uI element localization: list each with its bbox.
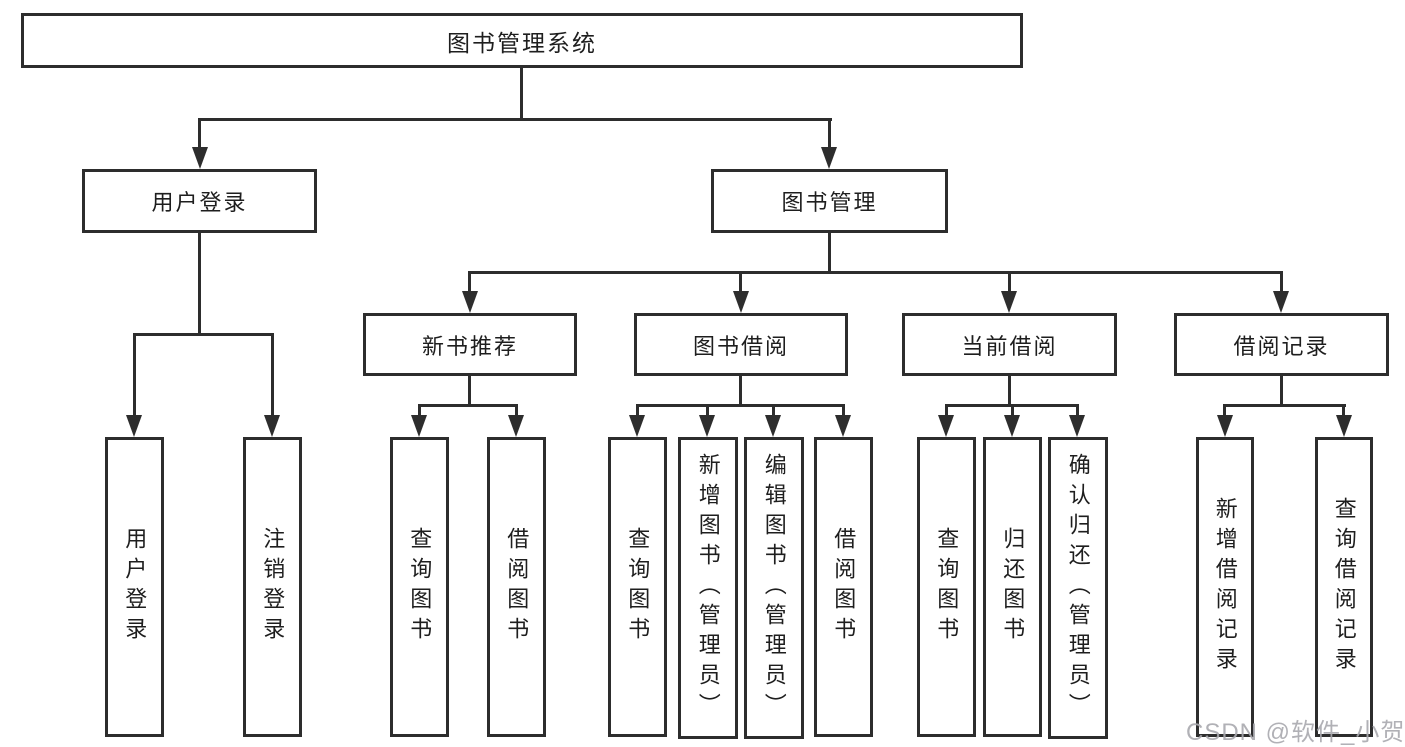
connector-line-v — [828, 118, 831, 151]
arrow-down-icon — [699, 415, 715, 437]
node-book-management: 图书管理 — [711, 169, 948, 233]
connector-line-v — [772, 404, 775, 422]
csdn-watermark: CSDN @软件_小贺同学 — [1186, 719, 1405, 746]
connector-line-v — [271, 333, 274, 421]
connector-line-v — [842, 404, 845, 422]
leaf-query-books-current-label: 查询图书 — [934, 527, 960, 647]
arrow-down-icon — [938, 415, 954, 437]
arrow-down-icon — [821, 147, 837, 169]
node-user-login-label: 用户登录 — [151, 190, 248, 215]
connector-line-v — [198, 233, 201, 336]
connector-line-v — [1008, 271, 1011, 295]
arrow-down-icon — [733, 291, 749, 313]
connector-line-v — [1280, 271, 1283, 295]
arrow-down-icon — [1273, 291, 1289, 313]
leaf-confirm-return-admin: 确认归还（管理员） — [1048, 437, 1108, 739]
connector-line-v — [1342, 404, 1345, 422]
connector-line-v — [1008, 376, 1011, 406]
leaf-logout-label: 注销登录 — [260, 527, 286, 647]
leaf-borrow-books: 借阅图书 — [814, 437, 873, 737]
leaf-user-login: 用户登录 — [105, 437, 164, 737]
node-new-book-recommend: 新书推荐 — [363, 313, 577, 376]
node-current-borrow-label: 当前借阅 — [961, 333, 1058, 359]
connector-line-v — [468, 271, 471, 295]
leaf-borrow-books-recommend-label: 借阅图书 — [504, 527, 530, 647]
leaf-edit-book-admin: 编辑图书（管理员） — [744, 437, 804, 739]
node-book-borrow: 图书借阅 — [634, 313, 848, 376]
leaf-user-login-label: 用户登录 — [122, 527, 148, 647]
connector-line-v — [468, 376, 471, 406]
leaf-query-books-recommend-label: 查询图书 — [407, 527, 433, 647]
node-book-borrow-label: 图书借阅 — [692, 333, 789, 359]
connector-line-v — [739, 271, 742, 295]
connector-line-h — [418, 404, 518, 407]
leaf-query-borrow-record: 查询借阅记录 — [1315, 437, 1373, 737]
connector-line-h — [636, 404, 845, 407]
connector-line-v — [1076, 404, 1079, 422]
arrow-down-icon — [1069, 415, 1085, 437]
leaf-logout: 注销登录 — [243, 437, 302, 737]
connector-line-v — [1011, 404, 1014, 422]
connector-line-h — [1223, 404, 1346, 407]
arrow-down-icon — [462, 291, 478, 313]
connector-line-v — [1223, 404, 1226, 422]
leaf-query-borrow-record-label: 查询借阅记录 — [1331, 497, 1357, 677]
leaf-add-borrow-record: 新增借阅记录 — [1196, 437, 1254, 737]
connector-line-v — [418, 404, 421, 422]
connector-line-v — [828, 233, 831, 274]
leaf-add-borrow-record-label: 新增借阅记录 — [1212, 497, 1238, 677]
arrow-down-icon — [508, 415, 524, 437]
leaf-edit-book-admin-label: 编辑图书（管理员） — [761, 453, 787, 723]
connector-line-v — [133, 333, 136, 421]
leaf-return-book: 归还图书 — [983, 437, 1042, 737]
connector-line-v — [520, 66, 523, 120]
connector-line-h — [133, 333, 274, 336]
connector-line-h — [198, 118, 832, 121]
arrow-down-icon — [411, 415, 427, 437]
leaf-confirm-return-admin-label: 确认归还（管理员） — [1065, 453, 1091, 723]
leaf-query-books-current: 查询图书 — [917, 437, 976, 737]
leaf-query-books-borrow-label: 查询图书 — [625, 527, 651, 647]
leaf-borrow-books-label: 借阅图书 — [831, 527, 857, 647]
connector-line-v — [636, 404, 639, 422]
connector-line-v — [515, 404, 518, 422]
arrow-down-icon — [629, 415, 645, 437]
connector-line-v — [706, 404, 709, 422]
arrow-down-icon — [1217, 415, 1233, 437]
node-current-borrow: 当前借阅 — [902, 313, 1117, 376]
leaf-borrow-books-recommend: 借阅图书 — [487, 437, 546, 737]
leaf-add-book-admin-label: 新增图书（管理员） — [695, 453, 721, 723]
connector-line-v — [945, 404, 948, 422]
arrow-down-icon — [126, 415, 142, 437]
leaf-query-books-recommend: 查询图书 — [390, 437, 449, 737]
arrow-down-icon — [1004, 415, 1020, 437]
node-borrow-records: 借阅记录 — [1174, 313, 1389, 376]
connector-line-v — [1280, 376, 1283, 406]
arrow-down-icon — [192, 147, 208, 169]
node-user-login: 用户登录 — [82, 169, 317, 233]
connector-line-h — [468, 271, 1283, 274]
leaf-add-book-admin: 新增图书（管理员） — [678, 437, 738, 739]
leaf-query-books-borrow: 查询图书 — [608, 437, 667, 737]
node-book-management-label: 图书管理 — [781, 190, 878, 215]
arrow-down-icon — [835, 415, 851, 437]
node-library-system: 图书管理系统 — [21, 13, 1023, 68]
node-library-system-label: 图书管理系统 — [447, 29, 597, 56]
node-new-book-recommend-label: 新书推荐 — [421, 333, 518, 359]
arrow-down-icon — [765, 415, 781, 437]
connector-line-v — [198, 118, 201, 151]
arrow-down-icon — [1336, 415, 1352, 437]
leaf-return-book-label: 归还图书 — [1000, 527, 1026, 647]
arrow-down-icon — [264, 415, 280, 437]
connector-line-v — [739, 376, 742, 406]
node-borrow-records-label: 借阅记录 — [1233, 333, 1330, 359]
arrow-down-icon — [1001, 291, 1017, 313]
